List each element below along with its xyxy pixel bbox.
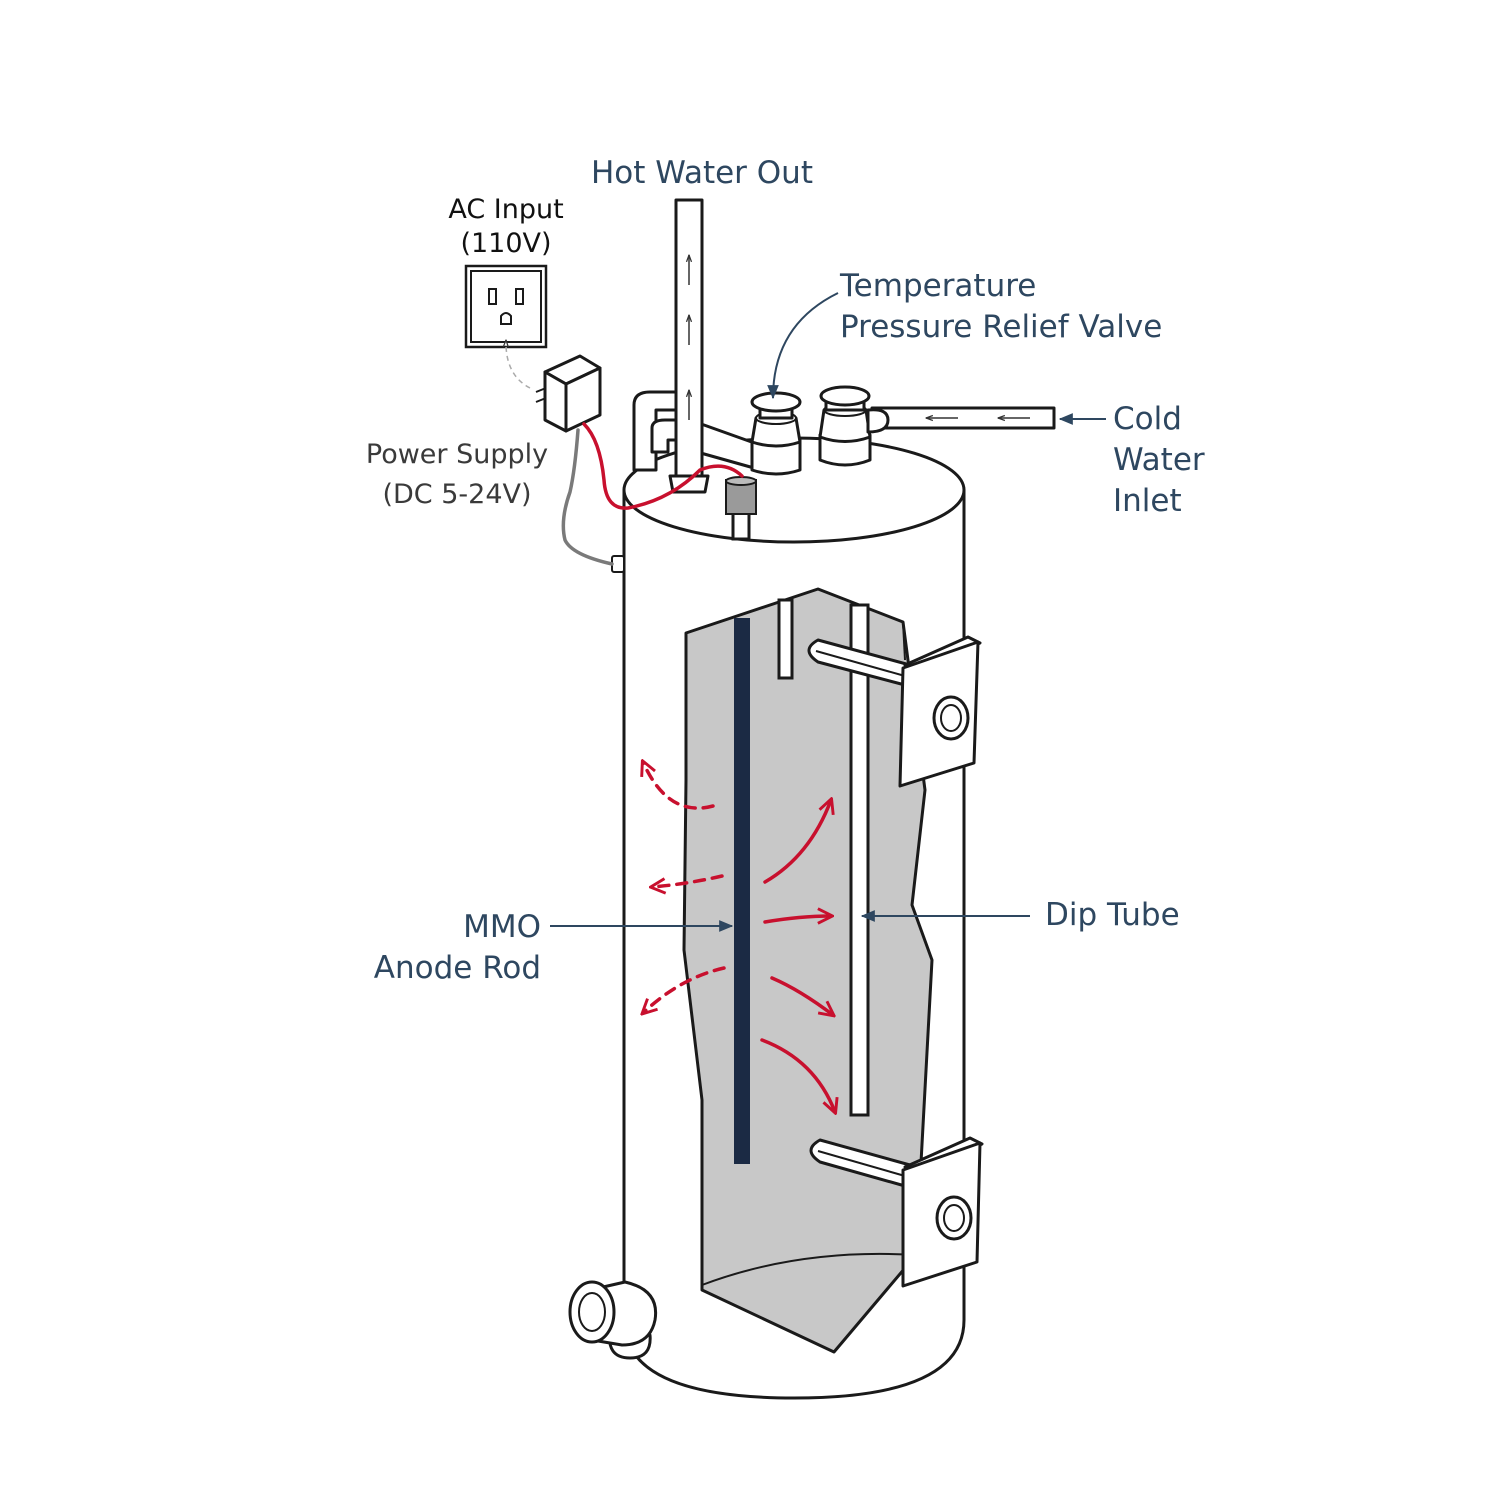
label-inlet: Inlet bbox=[1113, 483, 1182, 519]
anode-connector bbox=[725, 476, 757, 541]
current-arrow-upper-left bbox=[643, 762, 715, 810]
mmo-anode-rod bbox=[734, 618, 750, 1164]
tank-interior bbox=[682, 587, 934, 1354]
tank-cutaway bbox=[682, 587, 934, 1354]
power-wire-positive bbox=[582, 422, 744, 510]
label-cold: Cold bbox=[1113, 401, 1182, 437]
label-power-supply-voltage: (DC 5-24V) bbox=[382, 479, 531, 510]
dip-tube bbox=[849, 603, 870, 1117]
tank-bottom-curve bbox=[701, 1252, 917, 1286]
label-anode-rod: Anode Rod bbox=[374, 950, 541, 986]
current-arrow-mid-right bbox=[763, 916, 831, 922]
current-arrow-lower-left bbox=[643, 966, 726, 1013]
drain-valve bbox=[568, 1280, 658, 1360]
temperature-pressure-relief-valve bbox=[750, 391, 802, 476]
ac-wall-outlet bbox=[464, 264, 548, 349]
label-dip-tube: Dip Tube bbox=[1045, 897, 1180, 933]
hot-water-pipe-assembly bbox=[632, 198, 762, 494]
label-mmo: MMO bbox=[463, 909, 541, 945]
current-arrow-bottom-right bbox=[760, 1038, 835, 1112]
label-temperature: Temperature bbox=[839, 268, 1036, 304]
power-wire-ground bbox=[561, 428, 614, 566]
label-ac-input: AC Input bbox=[448, 194, 563, 225]
upper-heating-element bbox=[807, 635, 982, 788]
power-supply-adapter bbox=[535, 354, 602, 433]
hot-outlet-stub bbox=[777, 598, 794, 680]
current-arrow-lower-right bbox=[770, 976, 833, 1015]
rear-elbow-pipe bbox=[632, 390, 682, 472]
cold-water-inlet-fitting bbox=[818, 385, 1056, 467]
label-ac-voltage: (110V) bbox=[460, 228, 551, 259]
current-arrow-upper-right bbox=[763, 800, 831, 884]
cutaway-edge bbox=[902, 621, 906, 661]
protective-current-arrows bbox=[643, 762, 835, 1112]
ground-screw bbox=[611, 555, 625, 573]
label-pressure-relief-valve: Pressure Relief Valve bbox=[840, 309, 1162, 345]
plug-in-dashed-arrow bbox=[506, 340, 531, 389]
label-water: Water bbox=[1113, 442, 1205, 478]
callout-trv bbox=[767, 292, 839, 400]
label-hot-water-out: Hot Water Out bbox=[591, 155, 813, 191]
current-arrow-mid-left bbox=[652, 874, 724, 887]
label-power-supply: Power Supply bbox=[366, 439, 548, 470]
lower-heating-element bbox=[809, 1136, 984, 1288]
